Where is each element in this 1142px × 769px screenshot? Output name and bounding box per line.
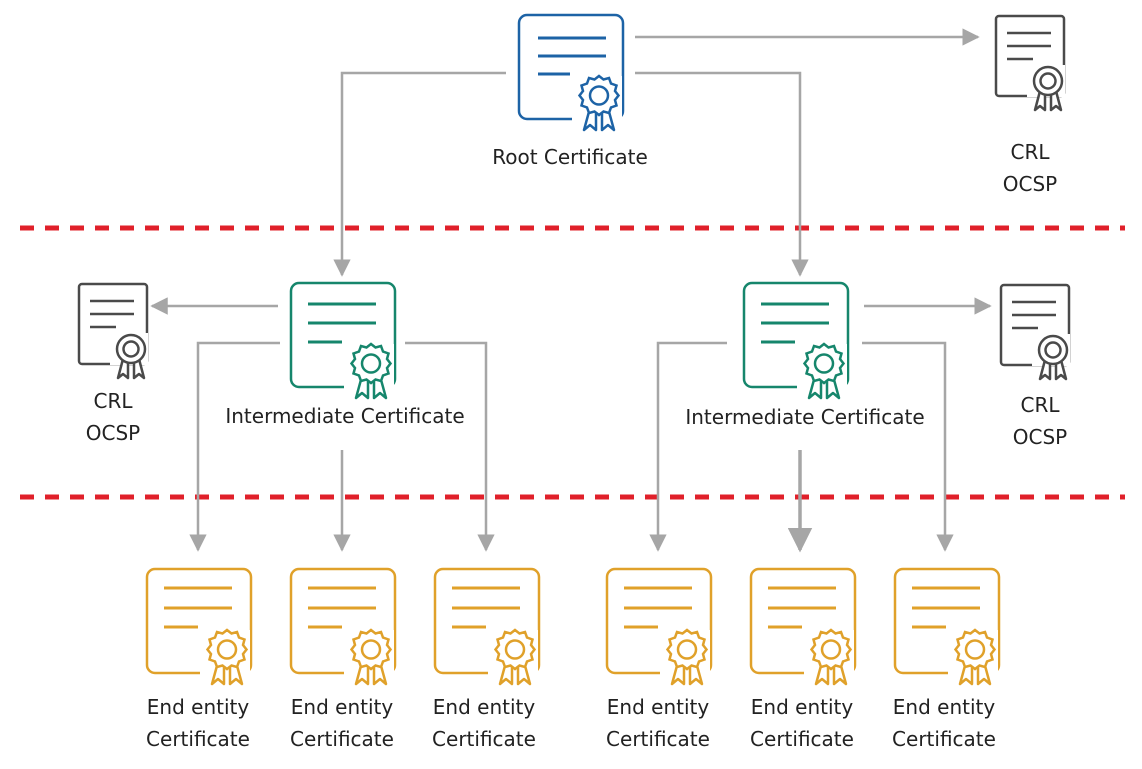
end-entity-label-line2: Certificate	[290, 727, 394, 751]
end-entity-label-2: End entity Certificate	[272, 691, 412, 755]
end-entity-label-line2: Certificate	[146, 727, 250, 751]
intermediate-revocation-label-left: CRL OCSP	[63, 385, 163, 449]
end-entity-label-4: End entity Certificate	[588, 691, 728, 755]
intermediate-revocation-crl-left: CRL	[93, 389, 133, 413]
connector-root-to-intermediate-right	[635, 71, 809, 277]
root-certificate-icon	[517, 13, 625, 132]
intermediate-certificate-icon-right	[742, 281, 850, 400]
end-entity-label-6: End entity Certificate	[874, 691, 1014, 755]
end-entity-label-line2: Certificate	[892, 727, 996, 751]
end-entity-label-line2: Certificate	[432, 727, 536, 751]
end-entity-label-line2: Certificate	[606, 727, 710, 751]
end-entity-certificate-icon-6	[893, 567, 1001, 686]
connector-intermediate-right-to-end-6	[862, 341, 954, 552]
end-entity-label-line2: Certificate	[750, 727, 854, 751]
end-entity-certificate-icon-5	[749, 567, 857, 686]
end-entity-label-line1: End entity	[290, 695, 394, 719]
intermediate-certificate-label-right: Intermediate Certificate	[685, 405, 925, 429]
connector-intermediate-left-to-end-3	[405, 341, 495, 552]
crl-document-icon-left	[77, 282, 149, 380]
intermediate-revocation-label-right: CRL OCSP	[990, 389, 1090, 453]
intermediate-revocation-ocsp-right: OCSP	[1012, 425, 1068, 449]
connector-intermediate-right-to-end-4	[649, 341, 727, 552]
intermediate-revocation-ocsp-left: OCSP	[85, 421, 141, 445]
end-entity-certificate-icon-3	[433, 567, 541, 686]
end-entity-certificate-icon-4	[605, 567, 713, 686]
end-entity-label-line1: End entity	[146, 695, 250, 719]
crl-document-icon-right	[999, 283, 1071, 381]
root-revocation-label: CRL OCSP	[980, 136, 1080, 200]
intermediate-certificate-icon-left	[289, 281, 397, 400]
intermediate-certificate-label-left: Intermediate Certificate	[225, 404, 465, 428]
end-entity-label-5: End entity Certificate	[732, 691, 872, 755]
intermediate-revocation-crl-right: CRL	[1020, 393, 1060, 417]
end-entity-label-1: End entity Certificate	[128, 691, 268, 755]
crl-document-icon-root	[994, 14, 1066, 112]
root-revocation-ocsp: OCSP	[1002, 172, 1058, 196]
root-certificate-label: Root Certificate	[492, 145, 648, 169]
connector-intermediate-left-to-end-1	[189, 341, 280, 552]
end-entity-label-3: End entity Certificate	[414, 691, 554, 755]
end-entity-label-line1: End entity	[750, 695, 854, 719]
end-entity-label-line1: End entity	[432, 695, 536, 719]
end-entity-certificate-icon-1	[145, 567, 253, 686]
connectors	[150, 28, 992, 553]
end-entity-label-line1: End entity	[606, 695, 710, 719]
root-revocation-crl: CRL	[1010, 140, 1050, 164]
end-entity-certificate-icon-2	[289, 567, 397, 686]
connector-root-to-intermediate-left	[333, 71, 506, 277]
end-entity-label-line1: End entity	[892, 695, 996, 719]
